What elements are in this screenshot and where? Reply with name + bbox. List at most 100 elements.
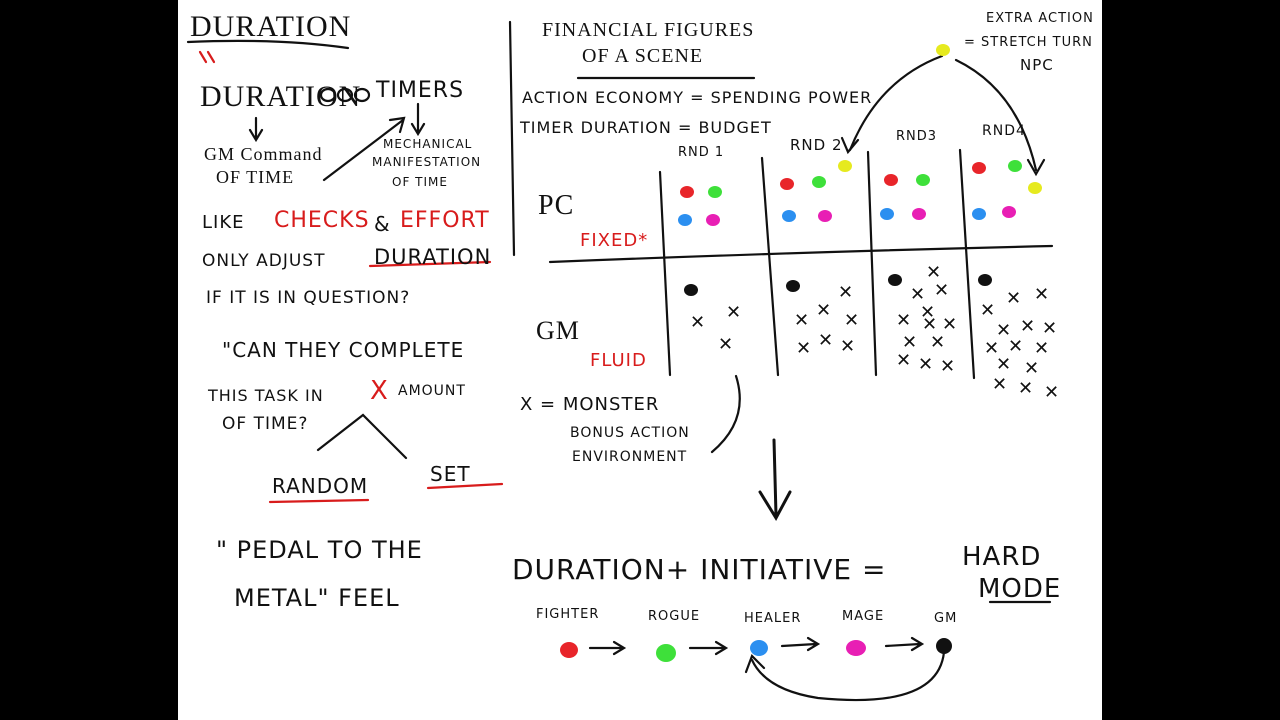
pc-dot-magenta [818, 210, 832, 222]
pc-dot-red [780, 178, 794, 190]
gm-command-line2: OF TIME [216, 167, 295, 187]
monster-x-mark: ✕ [1044, 382, 1060, 403]
x-variable: X [370, 376, 389, 406]
monster-x-mark: ✕ [896, 310, 912, 331]
pc-dot-red [884, 174, 898, 186]
gm-dot-black [684, 284, 698, 296]
random-label: RANDOM [272, 474, 369, 498]
npc-yellow-dot [936, 44, 950, 56]
monster-x-mark: ✕ [1008, 336, 1024, 357]
fluid-label: FLUID [590, 350, 647, 371]
whiteboard: DURATION DURATION TIMERS GM Command OF T… [178, 0, 1102, 720]
monster-x-mark: ✕ [896, 350, 912, 371]
initiative-gm-dot [936, 638, 952, 654]
duration-word: DURATION [374, 245, 492, 269]
round-2-label: RND 2 [790, 136, 843, 154]
monster-x-mark: ✕ [920, 302, 936, 323]
monster-x-mark: ✕ [942, 314, 958, 335]
only-adjust-label: ONLY ADJUST [202, 251, 326, 271]
hand-drawn-lines [186, 20, 1054, 702]
task-line-a: THIS TASK IN [208, 386, 324, 405]
initiative-mage-label: MAGE [842, 609, 885, 624]
scene-title-line2: OF A SCENE [582, 45, 704, 67]
monster-x-mark: ✕ [844, 310, 860, 331]
monster-x-mark: ✕ [816, 300, 832, 321]
ampersand: & [374, 212, 391, 236]
monster-x-mark: ✕ [926, 262, 942, 283]
monster-x-mark: ✕ [718, 334, 734, 355]
monster-x-mark: ✕ [910, 284, 926, 305]
pc-dot-green [708, 186, 722, 198]
monster-x-mark: ✕ [930, 332, 946, 353]
pc-dot-blue [972, 208, 986, 220]
effort-label: EFFORT [400, 208, 490, 233]
monster-x-mark: ✕ [794, 310, 810, 331]
page-title: DURATION [190, 10, 352, 43]
timer-duration-line: TIMER DURATION = BUDGET [520, 118, 772, 137]
monster-x-mark: ✕ [818, 330, 834, 351]
legend-line1: X = MONSTER [520, 394, 660, 415]
monster-x-mark: ✕ [934, 280, 950, 301]
pc-dot-green [1008, 160, 1022, 172]
monster-x-mark: ✕ [902, 332, 918, 353]
monster-x-mark: ✕ [1020, 316, 1036, 337]
checks-label: CHECKS [274, 208, 370, 233]
pc-dot-blue [678, 214, 692, 226]
gm-dot-black [978, 274, 992, 286]
pc-dot-magenta [706, 214, 720, 226]
monster-x-mark: ✕ [992, 374, 1008, 395]
monster-x-mark: ✕ [1034, 284, 1050, 305]
initiative-rogue-label: ROGUE [648, 609, 701, 624]
monster-x-mark: ✕ [922, 314, 938, 335]
legend-line2: BONUS ACTION [570, 425, 690, 441]
gm-dot-black [888, 274, 902, 286]
pc-dot-magenta [912, 208, 926, 220]
initiative-healer-label: HEALER [744, 611, 802, 626]
initiative-gm-label: GM [934, 611, 958, 626]
pc-dot-red [680, 186, 694, 198]
monster-x-mark: ✕ [838, 282, 854, 303]
monster-x-mark: ✕ [840, 336, 856, 357]
round-3-label: RND3 [896, 129, 938, 144]
extra-action-line3: NPC [1020, 56, 1054, 74]
time-line: OF TIME? [222, 414, 309, 434]
monster-x-mark: ✕ [980, 300, 996, 321]
pc-dot-red [972, 162, 986, 174]
action-economy-line: ACTION ECONOMY = SPENDING POWER [522, 88, 873, 107]
quote-line1: "CAN THEY COMPLETE [222, 338, 465, 362]
monster-x-mark: ✕ [1034, 338, 1050, 359]
monster-x-mark: ✕ [996, 320, 1012, 341]
scene-title-line1: FINANCIAL FIGURES [542, 19, 755, 41]
pedal-line1: " PEDAL TO THE [216, 536, 423, 564]
monster-x-mark: ✕ [1042, 318, 1058, 339]
extra-action-line2: = STRETCH TURN [964, 35, 1093, 50]
duration-label: DURATION [200, 80, 362, 113]
pc-dot-blue [782, 210, 796, 222]
monster-x-mark: ✕ [690, 312, 706, 333]
monster-x-mark: ✕ [996, 354, 1012, 375]
gm-row-label: GM [536, 316, 580, 345]
pc-dot-blue [880, 208, 894, 220]
mechanical-line1: MECHANICAL [383, 137, 473, 151]
round-1-label: RND 1 [678, 145, 725, 160]
monster-x-mark: ✕ [796, 338, 812, 359]
initiative-mage-dot [846, 640, 866, 656]
pc-dot-magenta [1002, 206, 1016, 218]
question-line: IF IT IS IN QUESTION? [206, 288, 411, 308]
initiative-fighter-label: FIGHTER [536, 607, 600, 622]
pc-dot-green [916, 174, 930, 186]
monster-x-mark: ✕ [1006, 288, 1022, 309]
mechanical-line2: MANIFESTATION [372, 155, 482, 169]
gm-command-line1: GM Command [204, 144, 323, 164]
monster-x-mark: ✕ [918, 354, 934, 375]
pc-dot-yellow [838, 160, 852, 172]
initiative-rogue-dot [656, 644, 676, 662]
timers-label: TIMERS [376, 78, 465, 103]
initiative-healer-dot [750, 640, 768, 656]
hard-mode-equation: DURATION+ INITIATIVE = [512, 553, 887, 586]
like-label: LIKE [202, 212, 245, 233]
monster-x-mark: ✕ [726, 302, 742, 323]
pc-row-label: PC [538, 190, 575, 221]
round-4-label: RND4 [982, 123, 1026, 139]
hard-word: HARD [962, 542, 1042, 572]
